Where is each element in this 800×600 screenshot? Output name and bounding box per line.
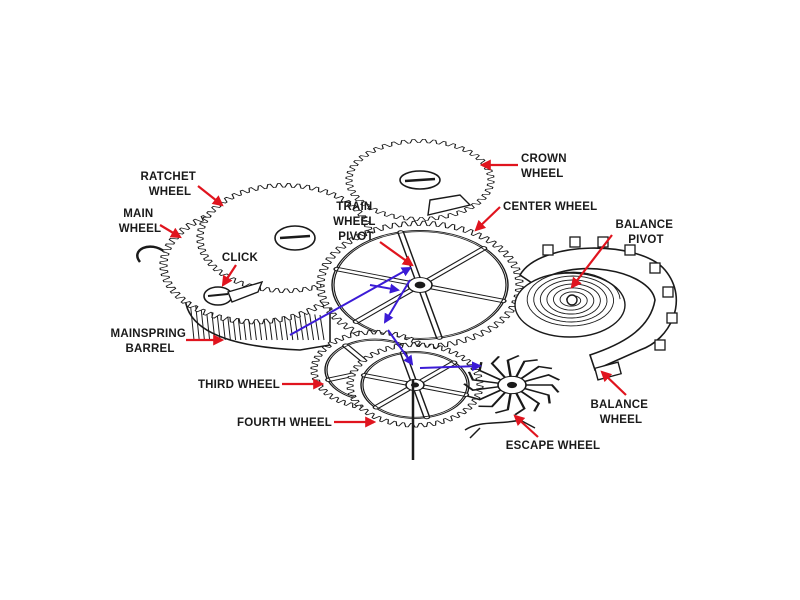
- label-escape-wheel: ESCAPE WHEEL: [506, 440, 600, 452]
- labels: CROWN WHEEL RATCHET WHEEL MAIN WHEEL CEN…: [111, 153, 676, 452]
- leader-ratchet-wheel: [197, 185, 224, 207]
- label-click: CLICK: [222, 252, 259, 264]
- label-crown-wheel: CROWN WHEEL: [521, 153, 570, 180]
- crown-wheel-drawing: [345, 138, 495, 222]
- click-drawing: [203, 280, 264, 306]
- leader-click: [221, 264, 237, 287]
- power-flow-arrows: [289, 267, 482, 372]
- label-fourth-wheel: FOURTH WHEEL: [237, 417, 332, 429]
- label-train-wheel-pivot: TRAIN WHEEL PIVOT: [333, 201, 379, 243]
- label-third-wheel: THIRD WHEEL: [198, 379, 280, 391]
- leader-balance-pivot: [570, 234, 613, 289]
- leader-arrows: [159, 159, 627, 438]
- leader-main-wheel: [159, 224, 182, 239]
- center-wheel-drawing: [316, 220, 524, 350]
- fourth-wheel-drawing: [346, 342, 484, 460]
- label-balance-pivot: BALANCE PIVOT: [615, 219, 676, 246]
- label-mainspring-barrel: MAINSPRING BARREL: [111, 328, 190, 355]
- leader-escape-wheel: [513, 414, 539, 438]
- label-balance-wheel: BALANCE WHEEL: [590, 399, 651, 426]
- mechanism-illustration: [136, 138, 678, 460]
- label-ratchet-wheel: RATCHET WHEEL: [141, 171, 200, 198]
- leader-center-wheel: [474, 206, 501, 232]
- balance-wheel-drawing: [514, 236, 678, 381]
- label-main-wheel: MAIN WHEEL: [119, 208, 162, 235]
- leader-train-wheel-pivot: [379, 241, 414, 267]
- label-center-wheel: CENTER WHEEL: [503, 201, 597, 213]
- leader-balance-wheel: [600, 370, 627, 396]
